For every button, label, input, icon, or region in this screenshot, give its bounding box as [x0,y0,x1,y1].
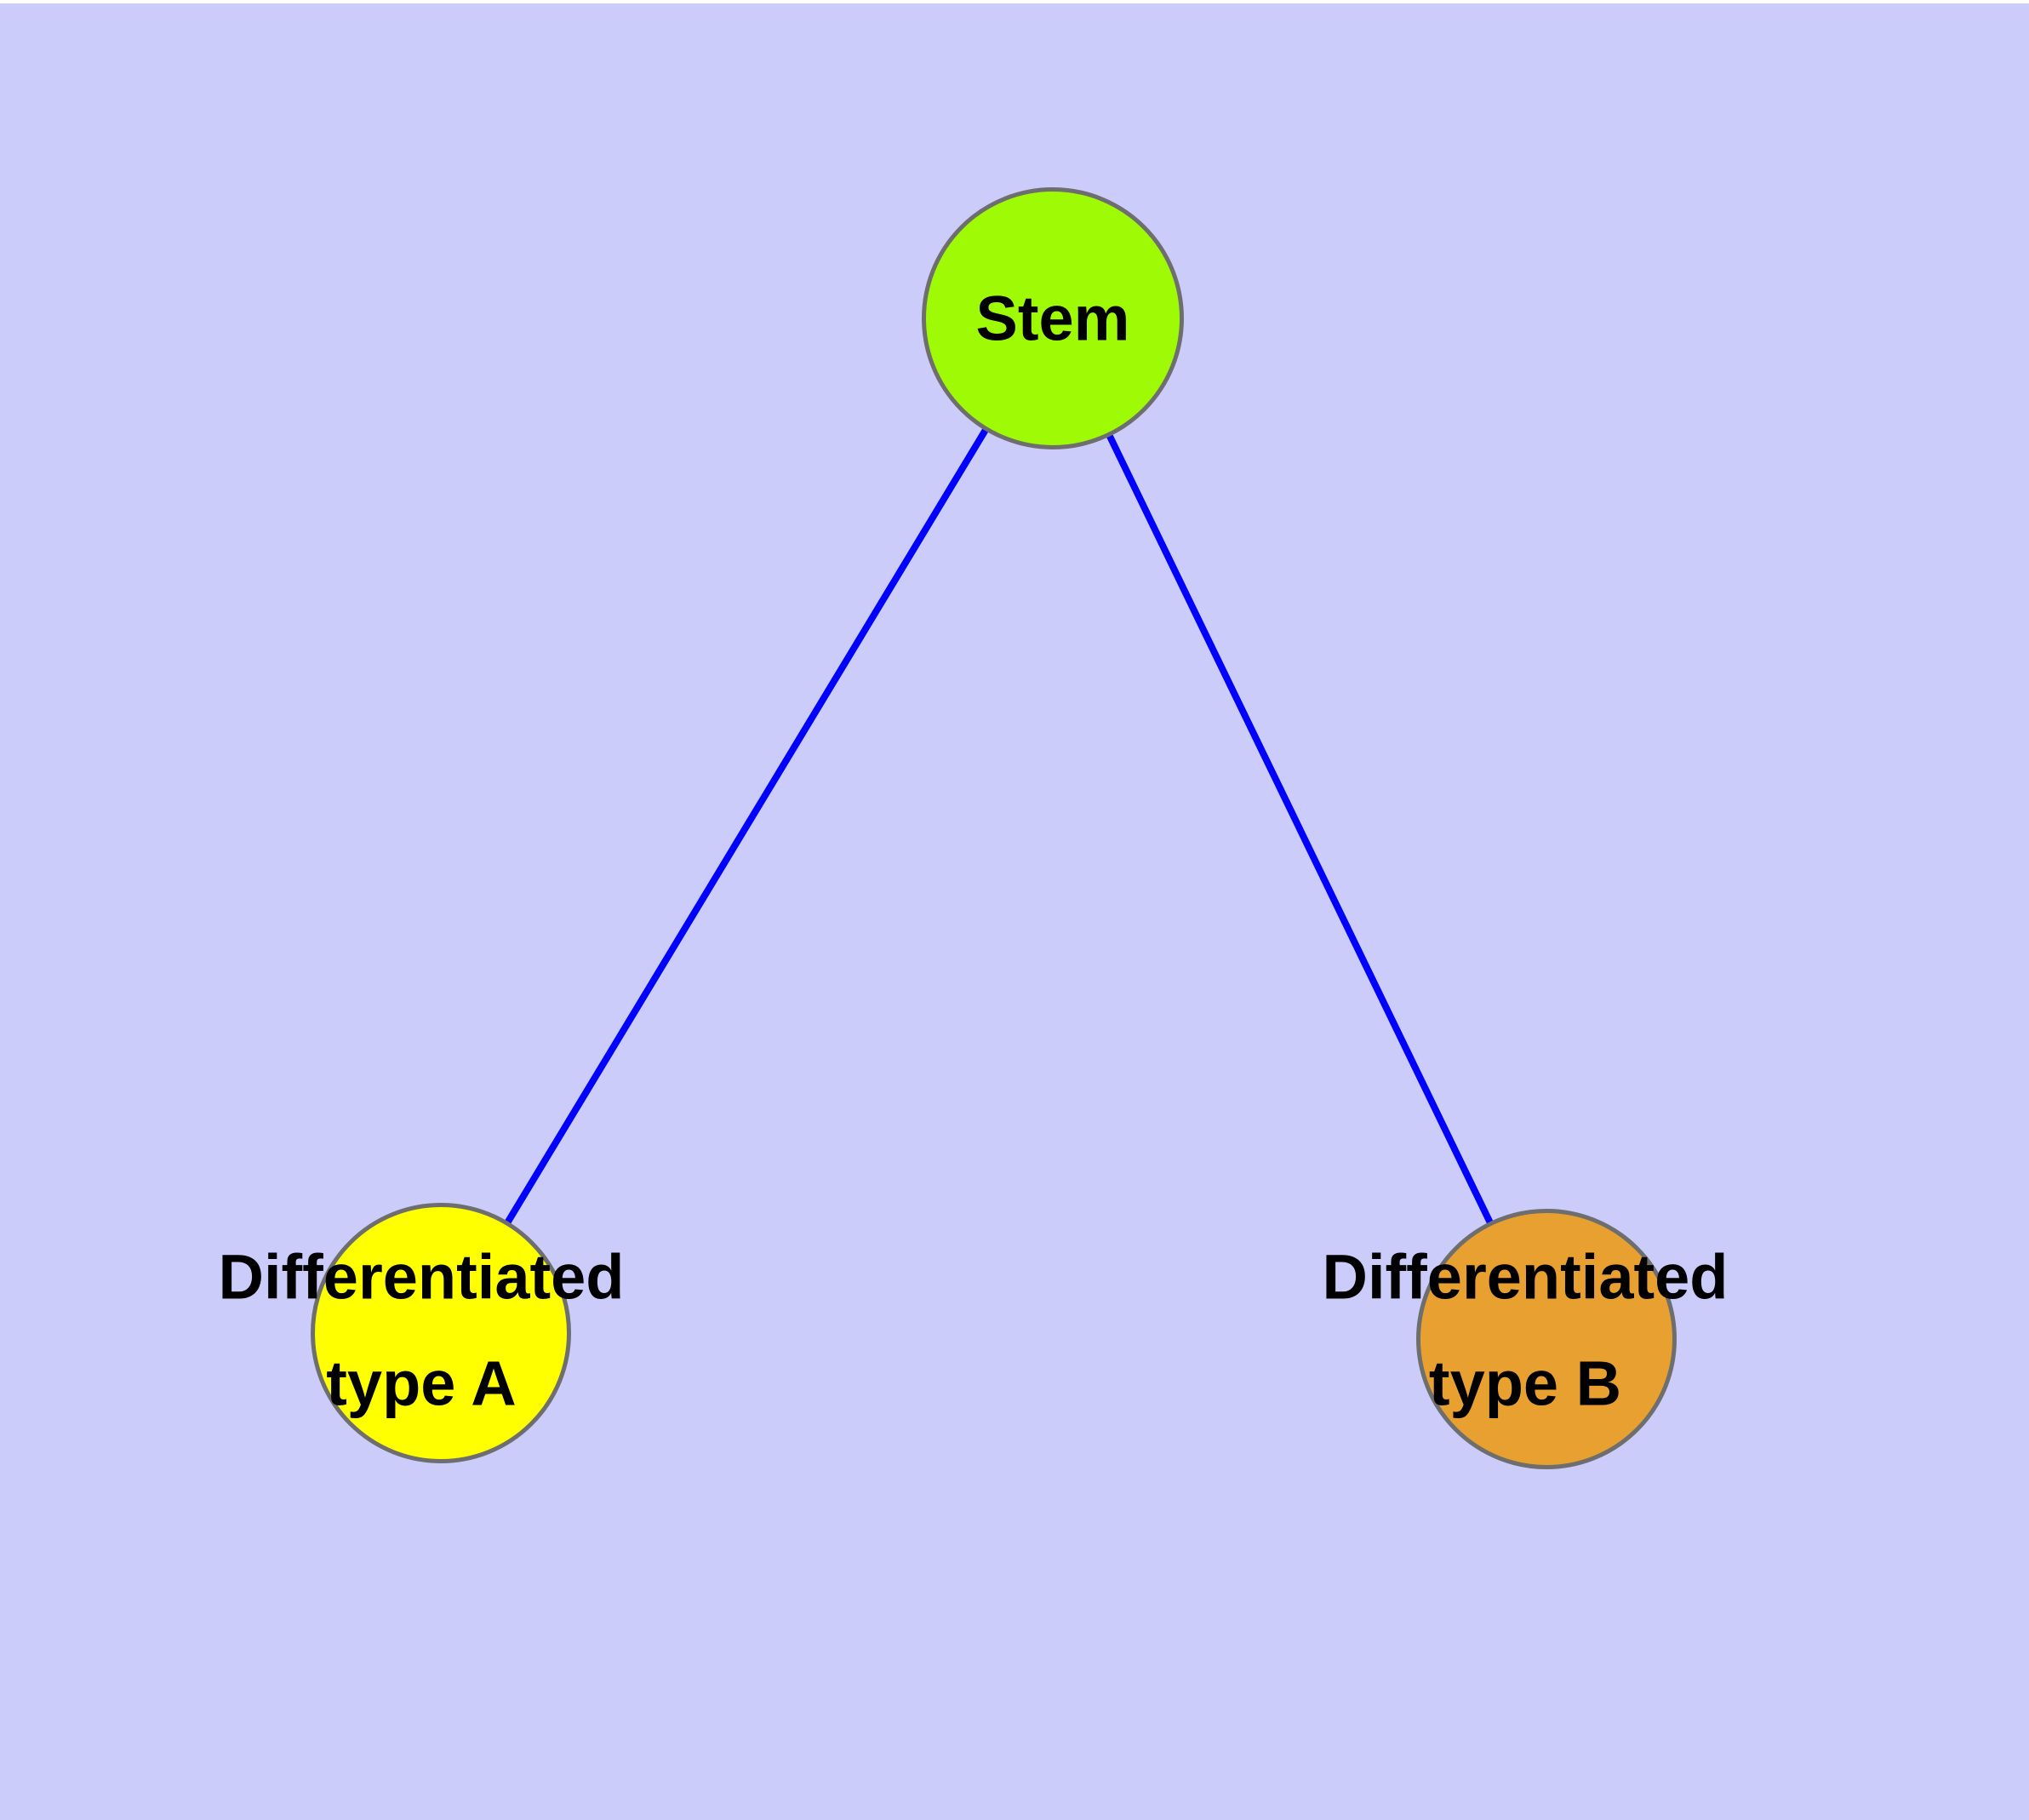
label-layer: Stem Differentiated type A Differentiate… [219,283,1729,1419]
node-stem[interactable] [922,187,1184,449]
node-stem-label: Stem [976,283,1130,354]
node-diff-a-circle[interactable] [311,1203,571,1463]
edge-stem-to-diff-a[interactable] [437,316,1056,1336]
node-layer [311,187,1677,1469]
node-diff-a-label-line2: type A [326,1348,516,1419]
node-diff-b-circle[interactable] [1416,1209,1677,1469]
node-diff-a-label-line1: Differentiated [219,1242,625,1313]
node-diff-a[interactable] [311,1203,571,1463]
node-stem-circle[interactable] [922,187,1184,449]
node-diff-b-label-line2: type B [1429,1348,1621,1419]
edge-layer [437,316,1550,1341]
edge-stem-to-diff-b[interactable] [1049,317,1550,1341]
node-diff-b[interactable] [1416,1209,1677,1469]
node-diff-b-label-line1: Differentiated [1323,1242,1729,1313]
